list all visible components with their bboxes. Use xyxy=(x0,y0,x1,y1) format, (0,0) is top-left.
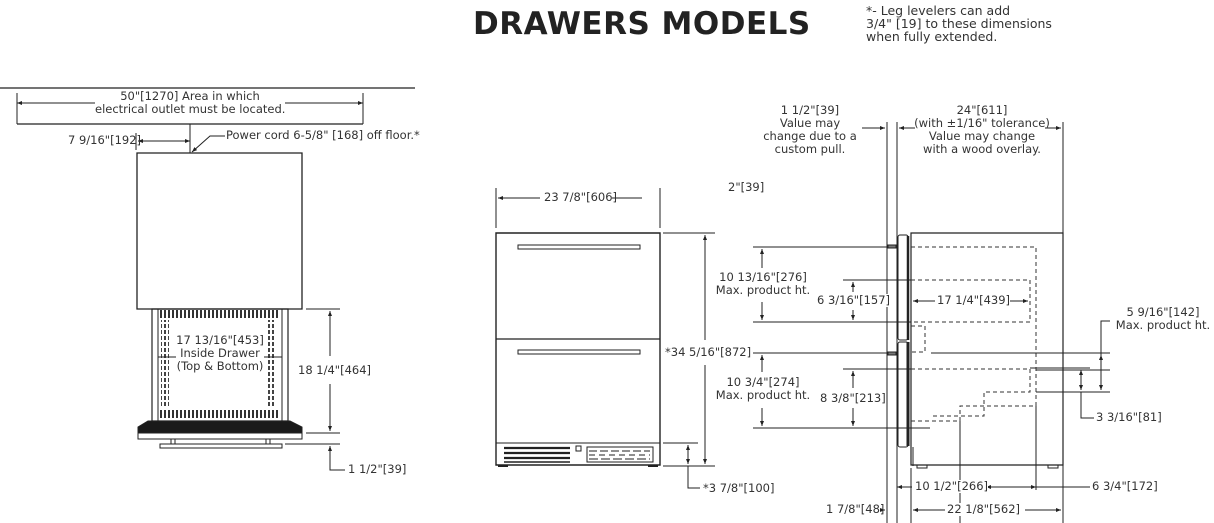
overall-depth-tolerance: (with ±1/16" tolerance) xyxy=(914,116,1050,130)
cord-offset-label: 7 9/16"[192] xyxy=(68,133,142,147)
pull-depth-note: Value may xyxy=(779,116,841,130)
pull-depth-note: change due to a xyxy=(763,129,857,143)
pull-depth-label: 1 1/2"[39] Value may change due to a cus… xyxy=(757,104,863,156)
outlet-area-line1: 50"[1270] Area in which xyxy=(120,89,260,103)
bottom-drawer-max-label: 10 3/4"[274] Max. product ht. xyxy=(712,376,814,402)
door-thickness-label: 1 7/8"[48] xyxy=(826,502,885,516)
front-height-label: *34 5/16"[872] xyxy=(665,345,752,359)
pull-depth-value: 1 1/2"[39] xyxy=(780,103,840,117)
bottom-drawer-inner-label: 8 3/8"[213] xyxy=(820,391,886,405)
overall-depth-label: 24"[611] (with ±1/16" tolerance) Value m… xyxy=(912,104,1052,156)
rear-section-label: 6 3/4"[172] xyxy=(1092,479,1158,493)
inside-drawer-size: 17 13/16"[453] xyxy=(176,333,264,347)
overall-depth-value: 24"[611] xyxy=(956,103,1008,117)
cabinet-depth-label: 22 1/8"[562] xyxy=(947,502,1021,516)
note-line: 3/4" [19] to these dimensions xyxy=(866,16,1052,31)
rear-max-value: 5 9/16"[142] xyxy=(1126,305,1200,319)
overall-depth-note: Value may change xyxy=(928,129,1036,143)
page-title: DRAWERS MODELS xyxy=(473,6,811,42)
top-gap-label: 2"[39] xyxy=(728,180,765,194)
top-drawer-max-label: 10 13/16"[276] Max. product ht. xyxy=(712,271,814,297)
rear-step-label: 3 3/16"[81] xyxy=(1096,410,1162,424)
base-gap-label: 1 1/2"[39] xyxy=(348,462,407,476)
front-view xyxy=(496,188,715,488)
side-view xyxy=(753,122,1110,523)
top-drawer-depth-label: 17 1/4"[439] xyxy=(937,293,1011,307)
toe-kick-label: *3 7/8"[100] xyxy=(703,481,775,495)
note-line: *- Leg levelers can add xyxy=(866,3,1011,18)
inside-drawer-note: (Top & Bottom) xyxy=(176,359,264,373)
front-section-label: 10 1/2"[266] xyxy=(915,479,989,493)
top-drawer-max-value: 10 13/16"[276] xyxy=(719,270,807,284)
note-line: when fully extended. xyxy=(866,29,998,44)
power-cord-label: Power cord 6-5/8" [168] off floor.* xyxy=(226,128,420,142)
inside-drawer-label: 17 13/16"[453] Inside Drawer (Top & Bott… xyxy=(172,334,268,373)
bottom-drawer-max-value: 10 3/4"[274] xyxy=(726,375,800,389)
inside-drawer-caption: Inside Drawer xyxy=(180,346,260,360)
rear-max-label: 5 9/16"[142] Max. product ht. xyxy=(1112,306,1214,332)
leg-leveler-note: *- Leg levelers can add 3/4" [19] to the… xyxy=(866,4,1052,43)
top-drawer-inner-label: 6 3/16"[157] xyxy=(817,293,891,307)
rear-max-caption: Max. product ht. xyxy=(1115,318,1211,332)
pull-depth-note: custom pull. xyxy=(774,142,846,156)
drawer-depth-label: 18 1/4"[464] xyxy=(298,363,372,377)
outlet-area-line2: electrical outlet must be located. xyxy=(95,102,286,116)
overall-depth-note: with a wood overlay. xyxy=(923,142,1041,156)
bottom-drawer-max-caption: Max. product ht. xyxy=(715,388,811,402)
top-drawer-max-caption: Max. product ht. xyxy=(715,283,811,297)
top-view xyxy=(0,88,415,470)
outlet-area-label: 50"[1270] Area in which electrical outle… xyxy=(95,90,285,116)
front-width-label: 23 7/8"[606] xyxy=(544,190,618,204)
